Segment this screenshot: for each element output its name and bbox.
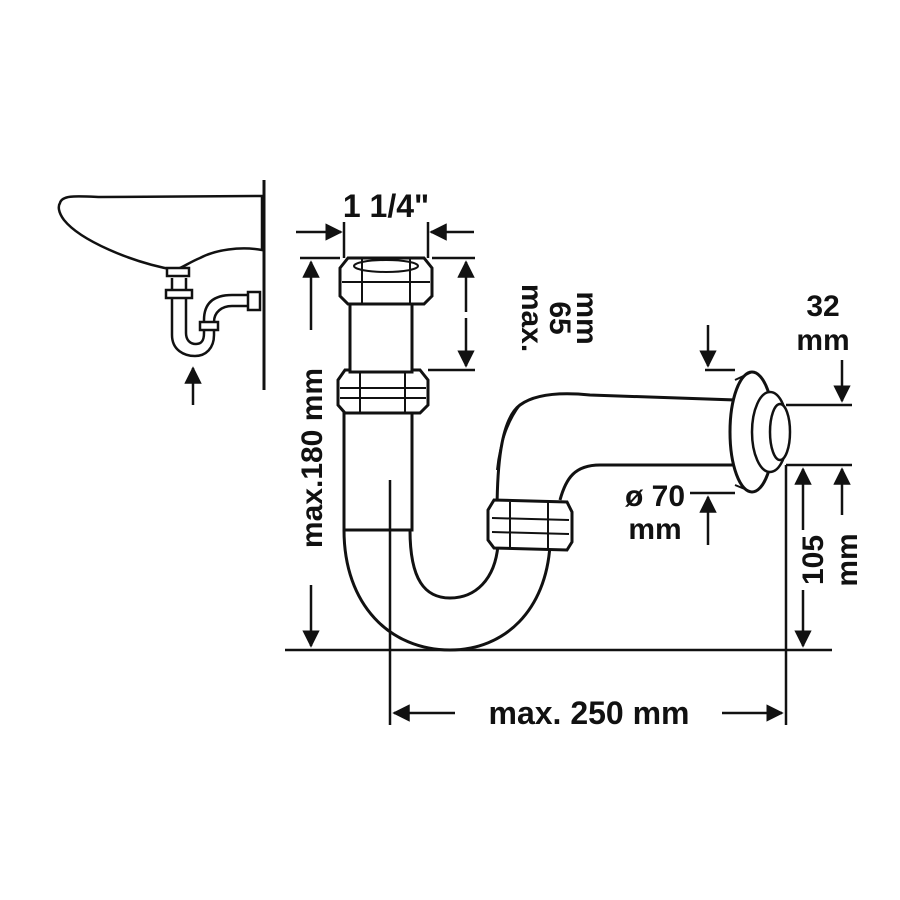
inset-basin bbox=[57, 194, 264, 272]
label-diameter-70-line2: mm bbox=[628, 513, 681, 546]
inset-trap bbox=[170, 278, 258, 358]
trap-union-nut bbox=[486, 498, 574, 552]
upper-immersion-tube bbox=[348, 298, 414, 374]
outlet-arm-pipe bbox=[495, 392, 737, 516]
label-max-65-line1: max. bbox=[515, 284, 548, 352]
label-diameter-70-line1: ø 70 bbox=[625, 480, 685, 513]
dimension-lines bbox=[296, 222, 852, 725]
trap-u-bend bbox=[342, 528, 552, 652]
label-105-line1: 105 bbox=[797, 535, 830, 585]
label-max-180: max.180 mm bbox=[296, 368, 329, 548]
label-max-65: max. 65 mm bbox=[515, 284, 603, 352]
inset-nut-upper bbox=[164, 288, 194, 300]
label-max-65-line3: mm bbox=[570, 291, 603, 344]
label-thread-size: 1 1/4" bbox=[343, 188, 429, 224]
label-105-line2: mm bbox=[831, 533, 864, 586]
inset-washbasin-illustration bbox=[57, 180, 266, 405]
lower-vertical-tube bbox=[342, 393, 414, 532]
dimension-labels: 1 1/4" max. 65 mm 32 mm max.180 mm ø 70 … bbox=[296, 188, 864, 731]
middle-union-nut bbox=[336, 368, 430, 415]
inset-nut-lower bbox=[198, 320, 220, 332]
label-max-65-line2: 65 bbox=[543, 301, 576, 334]
label-outlet-32-line2: mm bbox=[796, 324, 849, 357]
siphon-drawing bbox=[285, 256, 832, 652]
inset-drain bbox=[165, 266, 191, 278]
label-outlet-32-line1: 32 bbox=[806, 290, 839, 323]
label-max-250: max. 250 mm bbox=[488, 695, 689, 731]
inset-rosette bbox=[246, 290, 262, 312]
